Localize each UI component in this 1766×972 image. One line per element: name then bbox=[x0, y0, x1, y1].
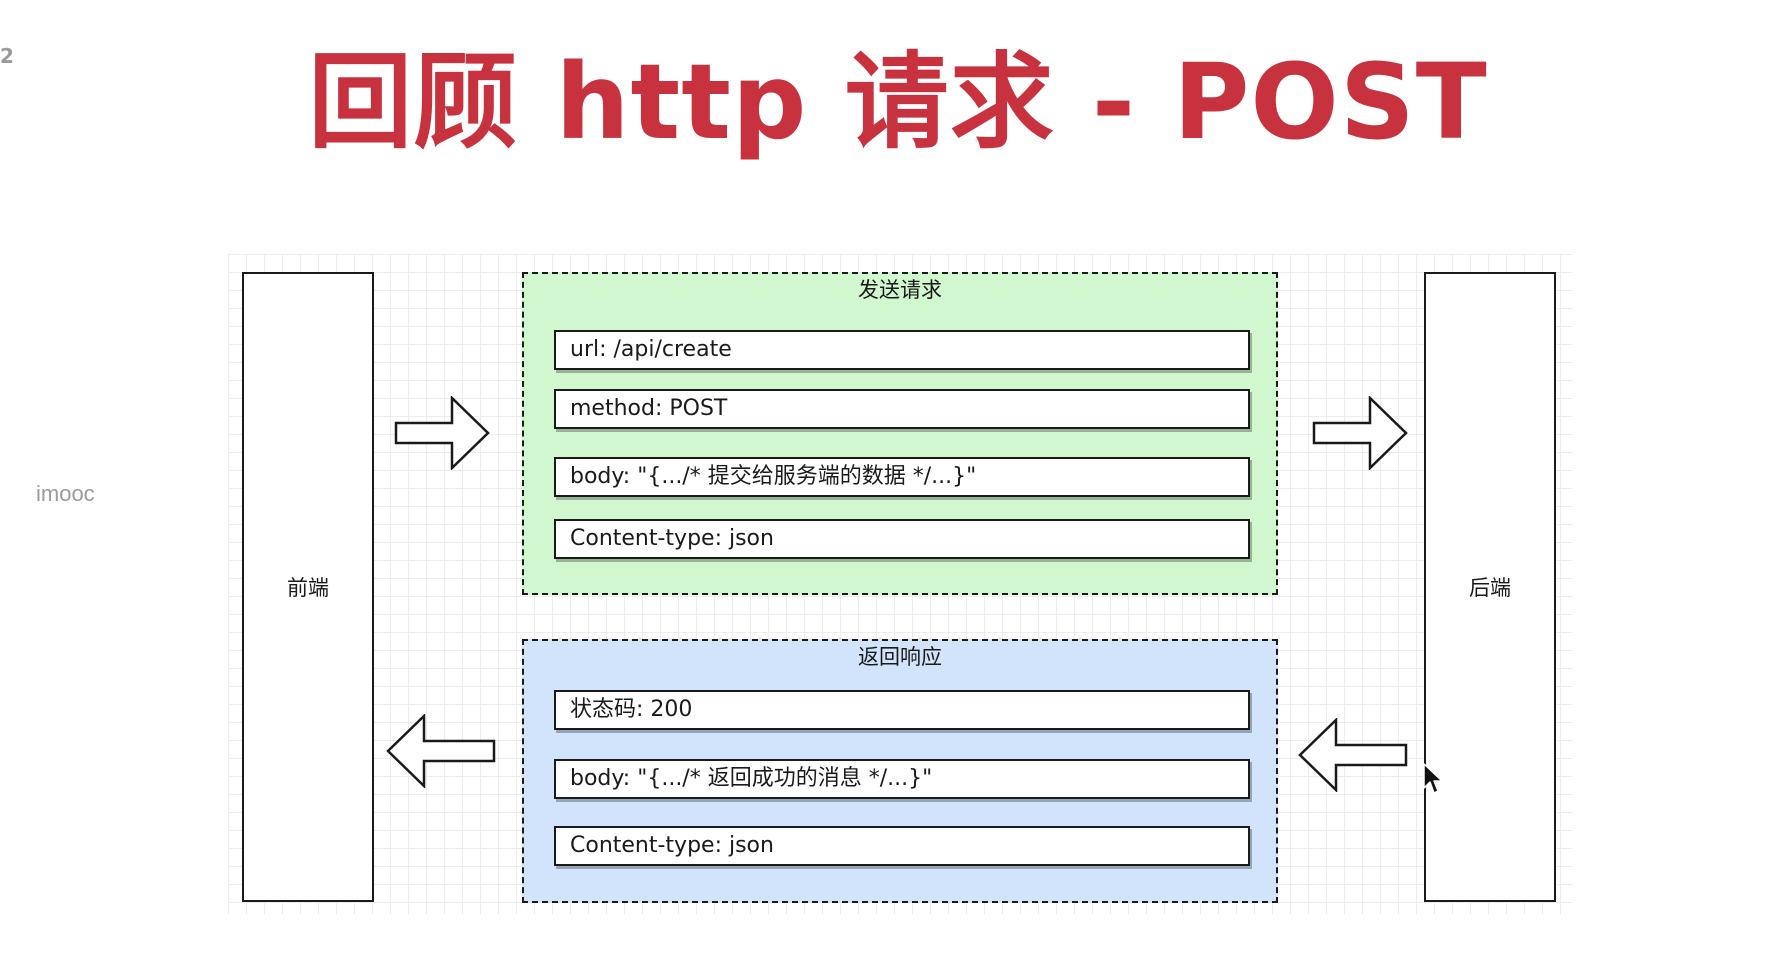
request-group: 发送请求 url: /api/create method: POST body:… bbox=[522, 272, 1278, 595]
arrow-left-icon bbox=[1298, 718, 1408, 792]
mouse-cursor-icon bbox=[1423, 763, 1443, 794]
backend-box: 后端 bbox=[1424, 272, 1556, 902]
request-field-url: url: /api/create bbox=[554, 330, 1250, 370]
arrow-left-icon bbox=[386, 714, 496, 788]
request-group-label: 发送请求 bbox=[858, 278, 942, 302]
response-group: 返回响应 状态码: 200 body: "{.../* 返回成功的消息 */..… bbox=[522, 639, 1278, 903]
slide-title: 回顾 http 请求 - POST bbox=[308, 41, 1488, 163]
request-field-body: body: "{.../* 提交给服务端的数据 */...}" bbox=[554, 457, 1250, 497]
response-field-content-type: Content-type: json bbox=[554, 826, 1250, 866]
request-field-content-type: Content-type: json bbox=[554, 519, 1250, 559]
watermark: imooc bbox=[36, 481, 95, 506]
arrow-right-icon bbox=[394, 396, 490, 470]
frontend-box: 前端 bbox=[242, 272, 374, 902]
arrow-right-icon bbox=[1312, 396, 1408, 470]
response-group-label: 返回响应 bbox=[858, 645, 942, 669]
frontend-label: 前端 bbox=[287, 576, 329, 600]
response-field-status: 状态码: 200 bbox=[554, 690, 1250, 730]
backend-label: 后端 bbox=[1469, 576, 1511, 600]
slide-number: 2 bbox=[0, 44, 14, 68]
response-field-body: body: "{.../* 返回成功的消息 */...}" bbox=[554, 759, 1250, 799]
request-field-method: method: POST bbox=[554, 389, 1250, 429]
